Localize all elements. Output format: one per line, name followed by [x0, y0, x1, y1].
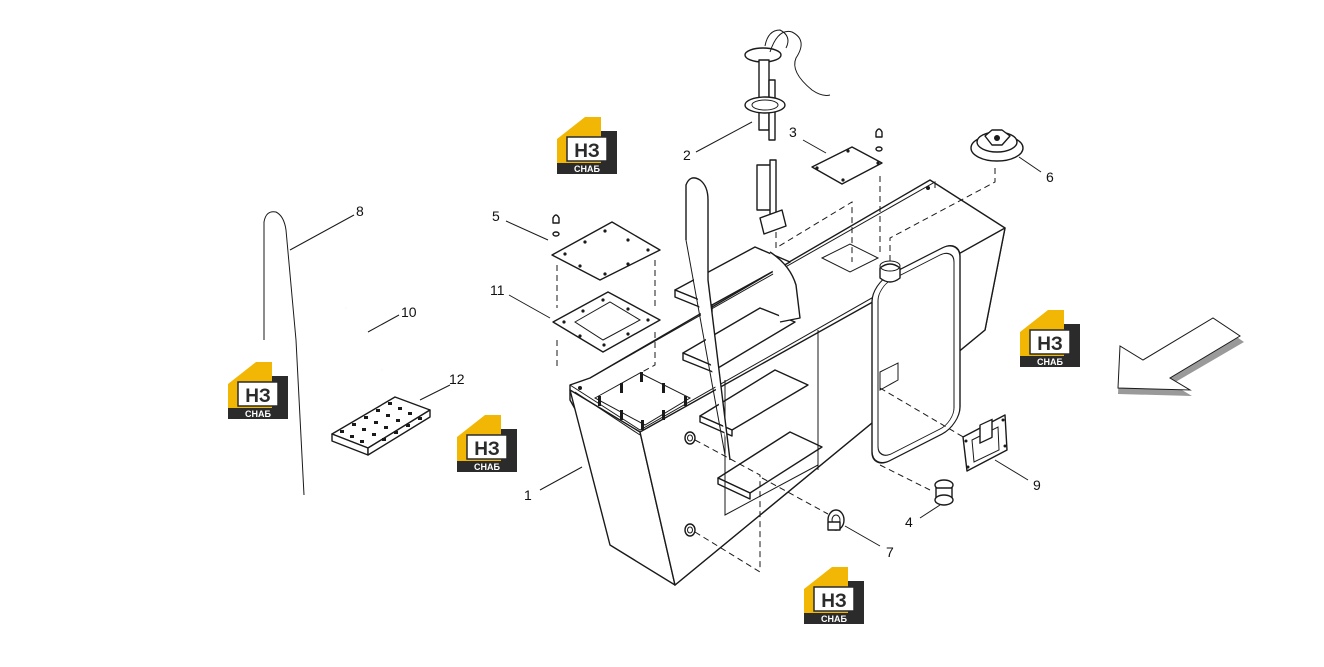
watermark-logo: НЗ СНАБ — [1019, 309, 1081, 368]
callout-7: 7 — [886, 544, 894, 560]
svg-text:НЗ: НЗ — [245, 386, 271, 407]
callout-2: 2 — [683, 147, 691, 163]
callout-11: 11 — [490, 282, 505, 298]
callout-10: 10 — [401, 304, 417, 320]
callout-6: 6 — [1046, 169, 1054, 185]
inspection-cover-plate — [551, 214, 661, 281]
access-panel-latch — [962, 414, 1008, 472]
cover-plate-small — [811, 128, 883, 185]
svg-text:НЗ: НЗ — [574, 141, 600, 162]
callout-3: 3 — [789, 124, 797, 140]
callout-5: 5 — [492, 208, 500, 224]
svg-text:СНАБ: СНАБ — [574, 164, 600, 174]
assembly-lines — [556, 168, 996, 573]
handrail — [685, 177, 801, 461]
drain-plug — [934, 479, 954, 506]
callout-9: 9 — [1033, 477, 1041, 493]
direction-arrow-icon — [1117, 317, 1244, 396]
svg-text:СНАБ: СНАБ — [245, 409, 271, 419]
callout-1: 1 — [524, 487, 532, 503]
leader-lines — [289, 121, 1042, 547]
step-grate — [331, 396, 431, 456]
svg-text:НЗ: НЗ — [821, 591, 847, 612]
callout-8: 8 — [356, 203, 364, 219]
fuel-line-long — [263, 211, 305, 496]
fuel-level-sender — [744, 29, 831, 235]
watermark-logo: НЗ СНАБ — [803, 566, 865, 625]
callout-numbers: 1 2 3 4 5 6 7 8 9 10 11 12 — [356, 124, 1054, 560]
filler-cap — [970, 129, 1024, 162]
watermark-logo: НЗ СНАБ — [227, 361, 289, 420]
watermark-logo: НЗ СНАБ — [556, 116, 618, 175]
watermark-logo: НЗ СНАБ — [456, 414, 518, 473]
svg-text:СНАБ: СНАБ — [474, 462, 500, 472]
cover-gasket — [552, 291, 661, 353]
callout-4: 4 — [905, 514, 913, 530]
fuel-hose-short — [345, 305, 383, 373]
svg-text:СНАБ: СНАБ — [1037, 357, 1063, 367]
callout-12: 12 — [449, 371, 465, 387]
svg-text:НЗ: НЗ — [1037, 334, 1063, 355]
svg-text:СНАБ: СНАБ — [821, 614, 847, 624]
svg-text:НЗ: НЗ — [474, 439, 500, 460]
port-fitting — [827, 509, 845, 531]
